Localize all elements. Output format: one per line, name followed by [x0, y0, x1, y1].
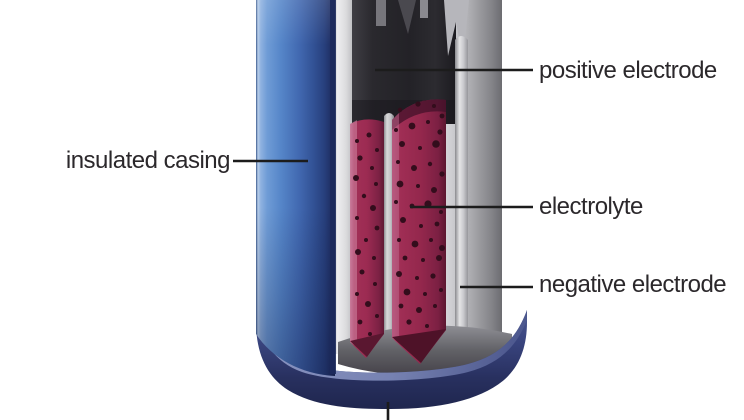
- electrolyte-spots-left: [353, 132, 380, 336]
- label-electrolyte: electrolyte: [539, 193, 643, 220]
- label-negative-electrode: negative electrode: [539, 271, 727, 298]
- positive-electrode-rod: [352, 0, 469, 124]
- base-bowl: [256, 306, 527, 409]
- electrolyte-column-center: [392, 99, 446, 364]
- leader-lines: [233, 68, 533, 420]
- label-insulated-casing: insulated casing: [65, 147, 231, 174]
- casing-cut-edge: [330, 0, 336, 374]
- insulated-casing-shell: [256, 0, 336, 376]
- electrolyte-column-left: [350, 119, 384, 358]
- label-positive-electrode: positive electrode: [539, 57, 717, 84]
- negative-electrode-tube: [455, 36, 468, 338]
- separator-tube: [384, 113, 394, 344]
